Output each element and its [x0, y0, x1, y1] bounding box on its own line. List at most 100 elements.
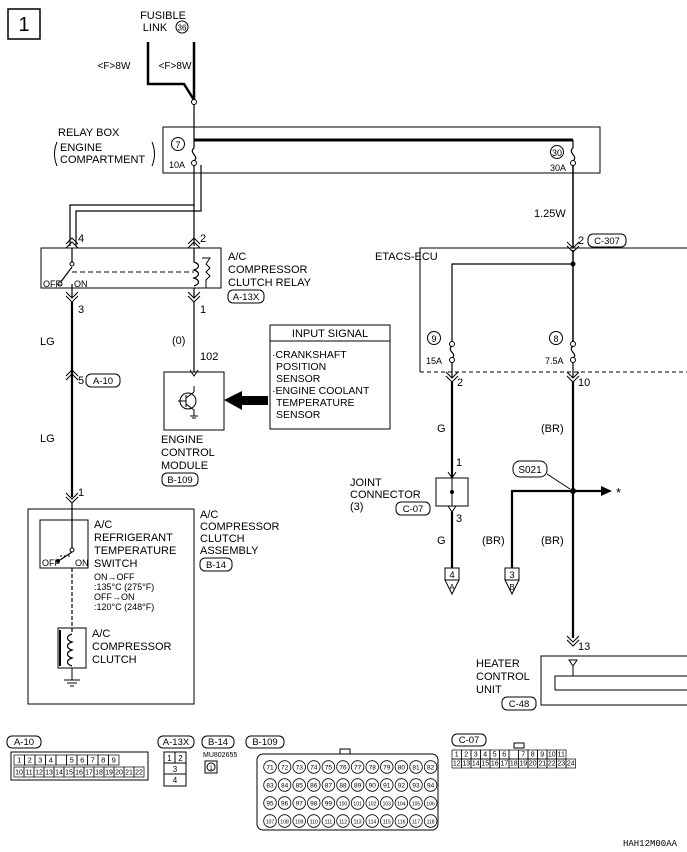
- legend-b109-pin-circle: [380, 760, 394, 774]
- joint-connector-tag-box: [395, 501, 431, 516]
- legend-c07-key: [513, 742, 525, 749]
- fuse7-element: [191, 147, 197, 162]
- legend-b109-pin-circle: [365, 760, 379, 774]
- wire-br2-label: (BR): [482, 535, 505, 547]
- legend-b109-pin-circle: [380, 814, 394, 828]
- ecm-ground: [190, 415, 198, 419]
- compressor-assembly-label-2: COMPRESSOR: [200, 521, 280, 533]
- input-signal-arrow: [224, 391, 268, 410]
- fusible-link-num: 36: [178, 24, 187, 33]
- legend-b109-pin-circle: [380, 778, 394, 792]
- fusible-link-wire: [146, 42, 196, 101]
- relay-box-line2: ENGINE: [60, 142, 102, 154]
- relay-contact-arm: [59, 266, 73, 284]
- fuse30-element: [570, 147, 576, 162]
- legend-b14-cell: 1: [209, 766, 213, 772]
- legend-b109-pin: 112: [339, 820, 347, 826]
- legend-b109-pin-circle: [394, 814, 409, 828]
- wire-br3-label: (BR): [541, 535, 564, 547]
- legend-b109-pin: 108: [280, 820, 289, 826]
- joint-label-1: JOINT: [350, 477, 382, 489]
- legend-b109-pin: 109: [295, 820, 304, 826]
- clutch-label-2: COMPRESSOR: [92, 641, 172, 653]
- legend-b109-tag: B-109: [252, 737, 277, 748]
- legend-a10-pin: 19: [105, 770, 113, 777]
- relay-pin4-connector: [65, 237, 79, 249]
- figure-code: HAH12M00AA: [623, 839, 678, 849]
- ecm-connector-box: [161, 472, 199, 487]
- compressor-connector: B-14: [206, 560, 226, 571]
- legend-b109-pin: 90: [369, 783, 377, 790]
- fusible-link-right-wire: <F>8W: [159, 61, 192, 72]
- input-signal-line-3: SENSOR: [276, 373, 321, 385]
- legend-a10-pin: 1: [17, 756, 21, 765]
- clutch-coil: [66, 633, 74, 667]
- splice-arrow: [601, 486, 612, 496]
- legend-a13x-c4: 4: [173, 776, 178, 785]
- wire-fuse7-relay-pin4-a: [69, 165, 195, 246]
- legend-b109-pin: 88: [339, 783, 347, 790]
- page-number-box: [7, 8, 41, 40]
- wire-lg2-label: LG: [40, 433, 55, 445]
- legend-b109-pin-circle: [336, 814, 350, 828]
- splice-label-box: [512, 460, 548, 478]
- relay-box-label: RELAY BOX: [58, 127, 120, 139]
- wire-lg1-label: LG: [40, 336, 55, 348]
- relay-pin1: 1: [200, 304, 206, 316]
- legend-a10-tag-box: [6, 735, 42, 749]
- legend-b109-pin-circle: [321, 778, 336, 792]
- relay-contact-terminal: [69, 261, 75, 267]
- fuse9-num: 9: [431, 334, 436, 344]
- legend-b109-pin-circle: [263, 814, 277, 828]
- legend-c07-pin: 18: [510, 761, 518, 768]
- switch-spec-1: ON→OFF: [94, 572, 135, 582]
- legend-b109-pin-circle: [394, 778, 409, 792]
- legend-c07-pin: 11: [558, 752, 565, 759]
- legend-b109-pin: 118: [427, 820, 435, 826]
- fuse8-num-circle: [549, 331, 563, 345]
- compressor-assembly-label-3: CLUTCH: [200, 533, 245, 545]
- a10-connector-box: [85, 373, 121, 388]
- legend-b109-pin: 78: [369, 765, 377, 772]
- clutch-label-1: A/C: [92, 628, 110, 640]
- legend-b109-pin: 75: [325, 765, 333, 772]
- legend-a13x-c2: 2: [178, 754, 183, 763]
- refrigerant-switch-box: [39, 519, 89, 569]
- fusible-link-num-circle: [175, 20, 189, 34]
- legend-b109-pin-circle: [263, 796, 277, 810]
- switch-spec-3: OFF→ON: [94, 592, 135, 602]
- legend-b109-pin-circle: [350, 796, 365, 810]
- switch-label-3: TEMPERATURE: [94, 545, 176, 557]
- legend-c07-pin: 4: [483, 752, 487, 759]
- legend-b109-pin-circle: [307, 778, 321, 792]
- legend-a10-pin: 2: [28, 756, 32, 765]
- etacs-pin-in: 2: [578, 235, 584, 247]
- switch-terminal: [69, 547, 75, 553]
- legend-b109-pin: 94: [427, 783, 435, 790]
- legend-c07-pin: 8: [531, 752, 535, 759]
- legend-a10-pin: 21: [125, 770, 133, 777]
- legend-a10-pin: 17: [85, 770, 93, 777]
- legend-b109-pin: 82: [427, 765, 435, 772]
- ecm-label-3: MODULE: [161, 460, 208, 472]
- legend-b109-pin-circle: [350, 778, 365, 792]
- legend-b14-part: MU802655: [203, 752, 237, 759]
- etacs-box-outline: [419, 247, 687, 372]
- relay-pin3: 3: [78, 304, 84, 316]
- input-signal-line-2: POSITION: [276, 361, 326, 373]
- fuse30-num: 30: [552, 148, 562, 158]
- legend-b109-tag-box: [245, 735, 285, 749]
- legend-a13x-c1: 1: [167, 754, 172, 763]
- legend-c07-pin: 24: [567, 761, 575, 768]
- switch-spec-4: :120°C (248°F): [94, 602, 154, 612]
- compressor-assembly-label-4: ASSEMBLY: [200, 545, 259, 557]
- legend-b109-pin: 89: [354, 783, 362, 790]
- legend-b109-pin-circle: [350, 814, 365, 828]
- fuse9-rating: 15A: [426, 356, 442, 366]
- legend-c07-pin: 3: [474, 752, 478, 759]
- etacs-label: ETACS-ECU: [375, 251, 438, 263]
- fuse9-num-circle: [427, 331, 441, 345]
- legend-a10-pin: 3: [38, 756, 42, 765]
- legend-b109-pin-circle: [263, 778, 277, 792]
